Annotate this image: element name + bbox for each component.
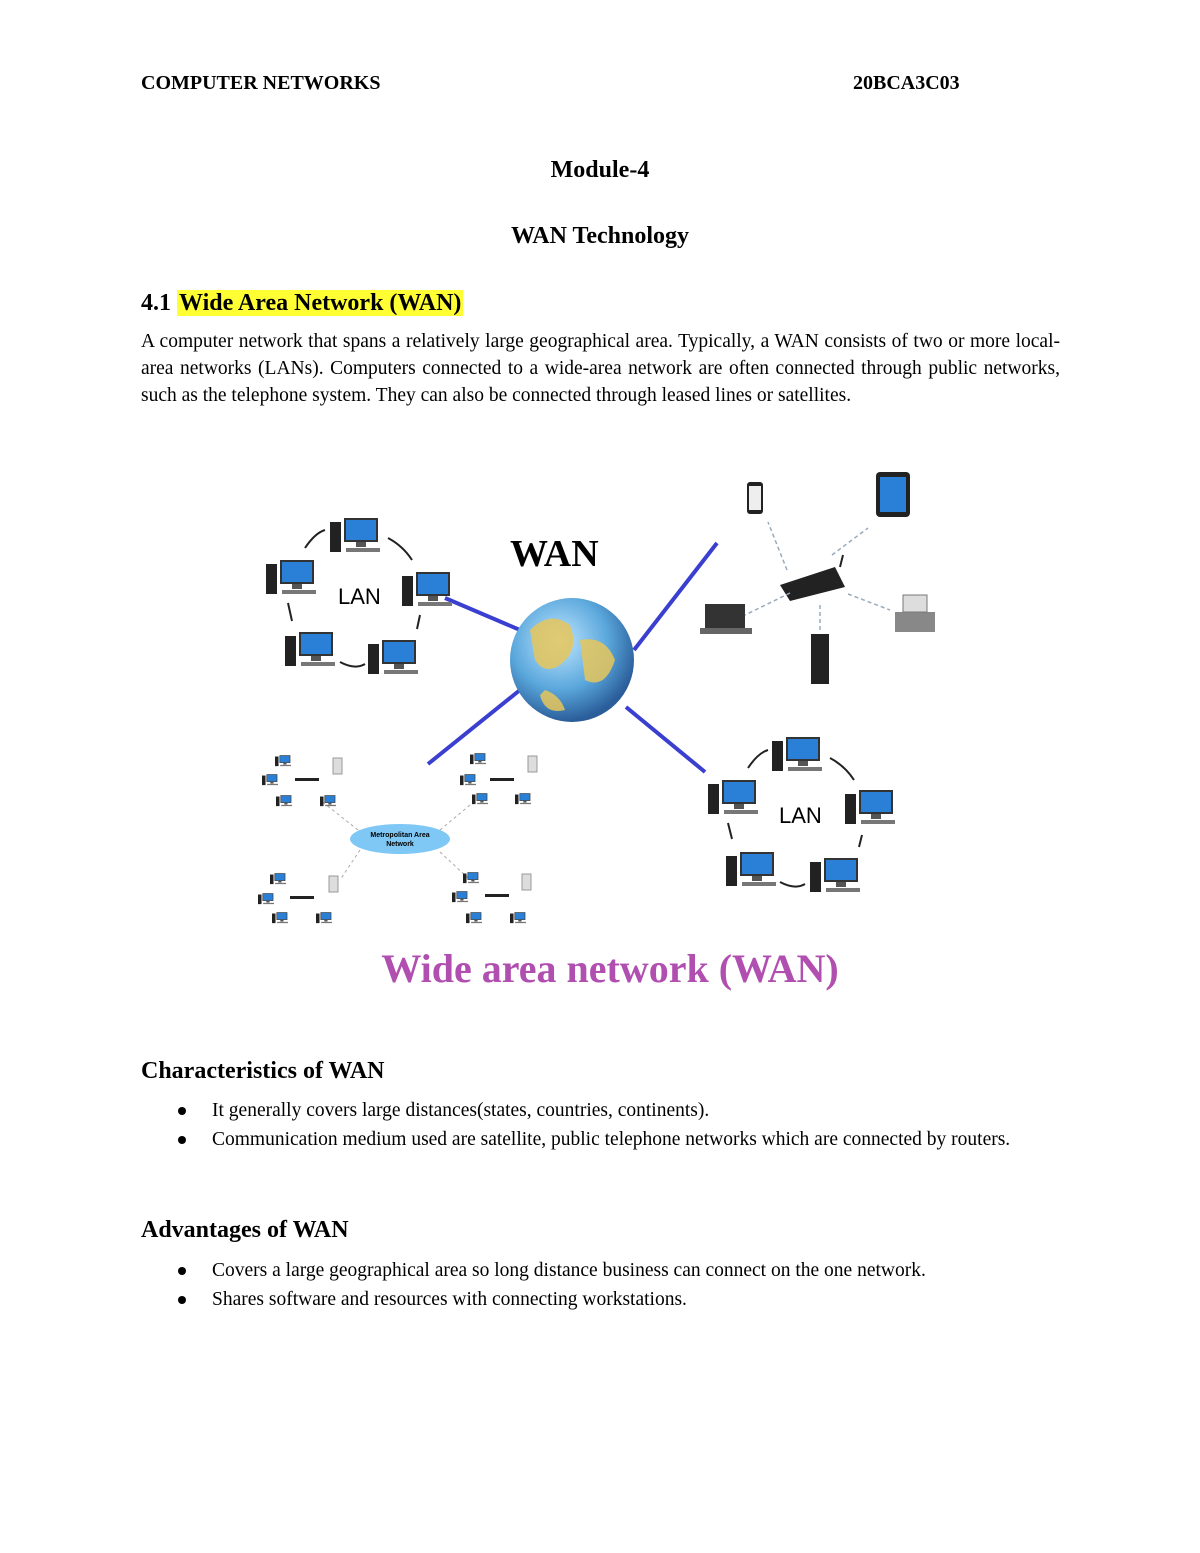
- header-code: 20BCA3C03: [853, 72, 960, 94]
- page-title: WAN Technology: [510, 223, 690, 249]
- wan-label: WAN: [510, 533, 599, 575]
- router-icon: [780, 567, 845, 601]
- wireless-network: [700, 472, 935, 684]
- intro-paragraph: A computer network that spans a relative…: [141, 331, 1060, 406]
- lan-cluster-1: LAN: [266, 518, 452, 674]
- section-number: 4.1: [141, 290, 171, 316]
- list-item: It generally covers large distances(stat…: [141, 1097, 1060, 1124]
- lan-cluster-2: LAN: [708, 737, 895, 892]
- list-item: Shares software and resources with conne…: [141, 1286, 976, 1313]
- metropolitan-area-network: Metropolitan Area Network: [258, 753, 538, 924]
- characteristics-heading: Characteristics of WAN: [141, 1058, 385, 1084]
- advantages-list: Covers a large geographical area so long…: [141, 1257, 976, 1315]
- wan-links: [426, 541, 719, 774]
- lan-label-2: LAN: [779, 803, 822, 828]
- list-item: Covers a large geographical area so long…: [141, 1257, 976, 1284]
- advantages-heading: Advantages of WAN: [141, 1217, 349, 1243]
- printer-icon: [895, 612, 935, 632]
- lan-label-1: LAN: [338, 584, 381, 609]
- laptop-icon: [705, 604, 745, 628]
- section-heading: 4.1 Wide Area Network (WAN): [141, 290, 464, 317]
- figure-caption: Wide area network (WAN): [381, 946, 838, 991]
- module-title: Module-4: [550, 157, 650, 183]
- server-icon: [811, 634, 829, 684]
- characteristics-list: It generally covers large distances(stat…: [141, 1097, 1060, 1155]
- globe-icon: [510, 598, 634, 722]
- list-item: Communication medium used are satellite,…: [141, 1126, 1060, 1153]
- section-title: Wide Area Network (WAN): [177, 290, 464, 316]
- header-course: COMPUTER NETWORKS: [141, 72, 381, 94]
- man-label-1: Metropolitan Area: [370, 832, 429, 839]
- man-label-2: Network: [386, 841, 414, 848]
